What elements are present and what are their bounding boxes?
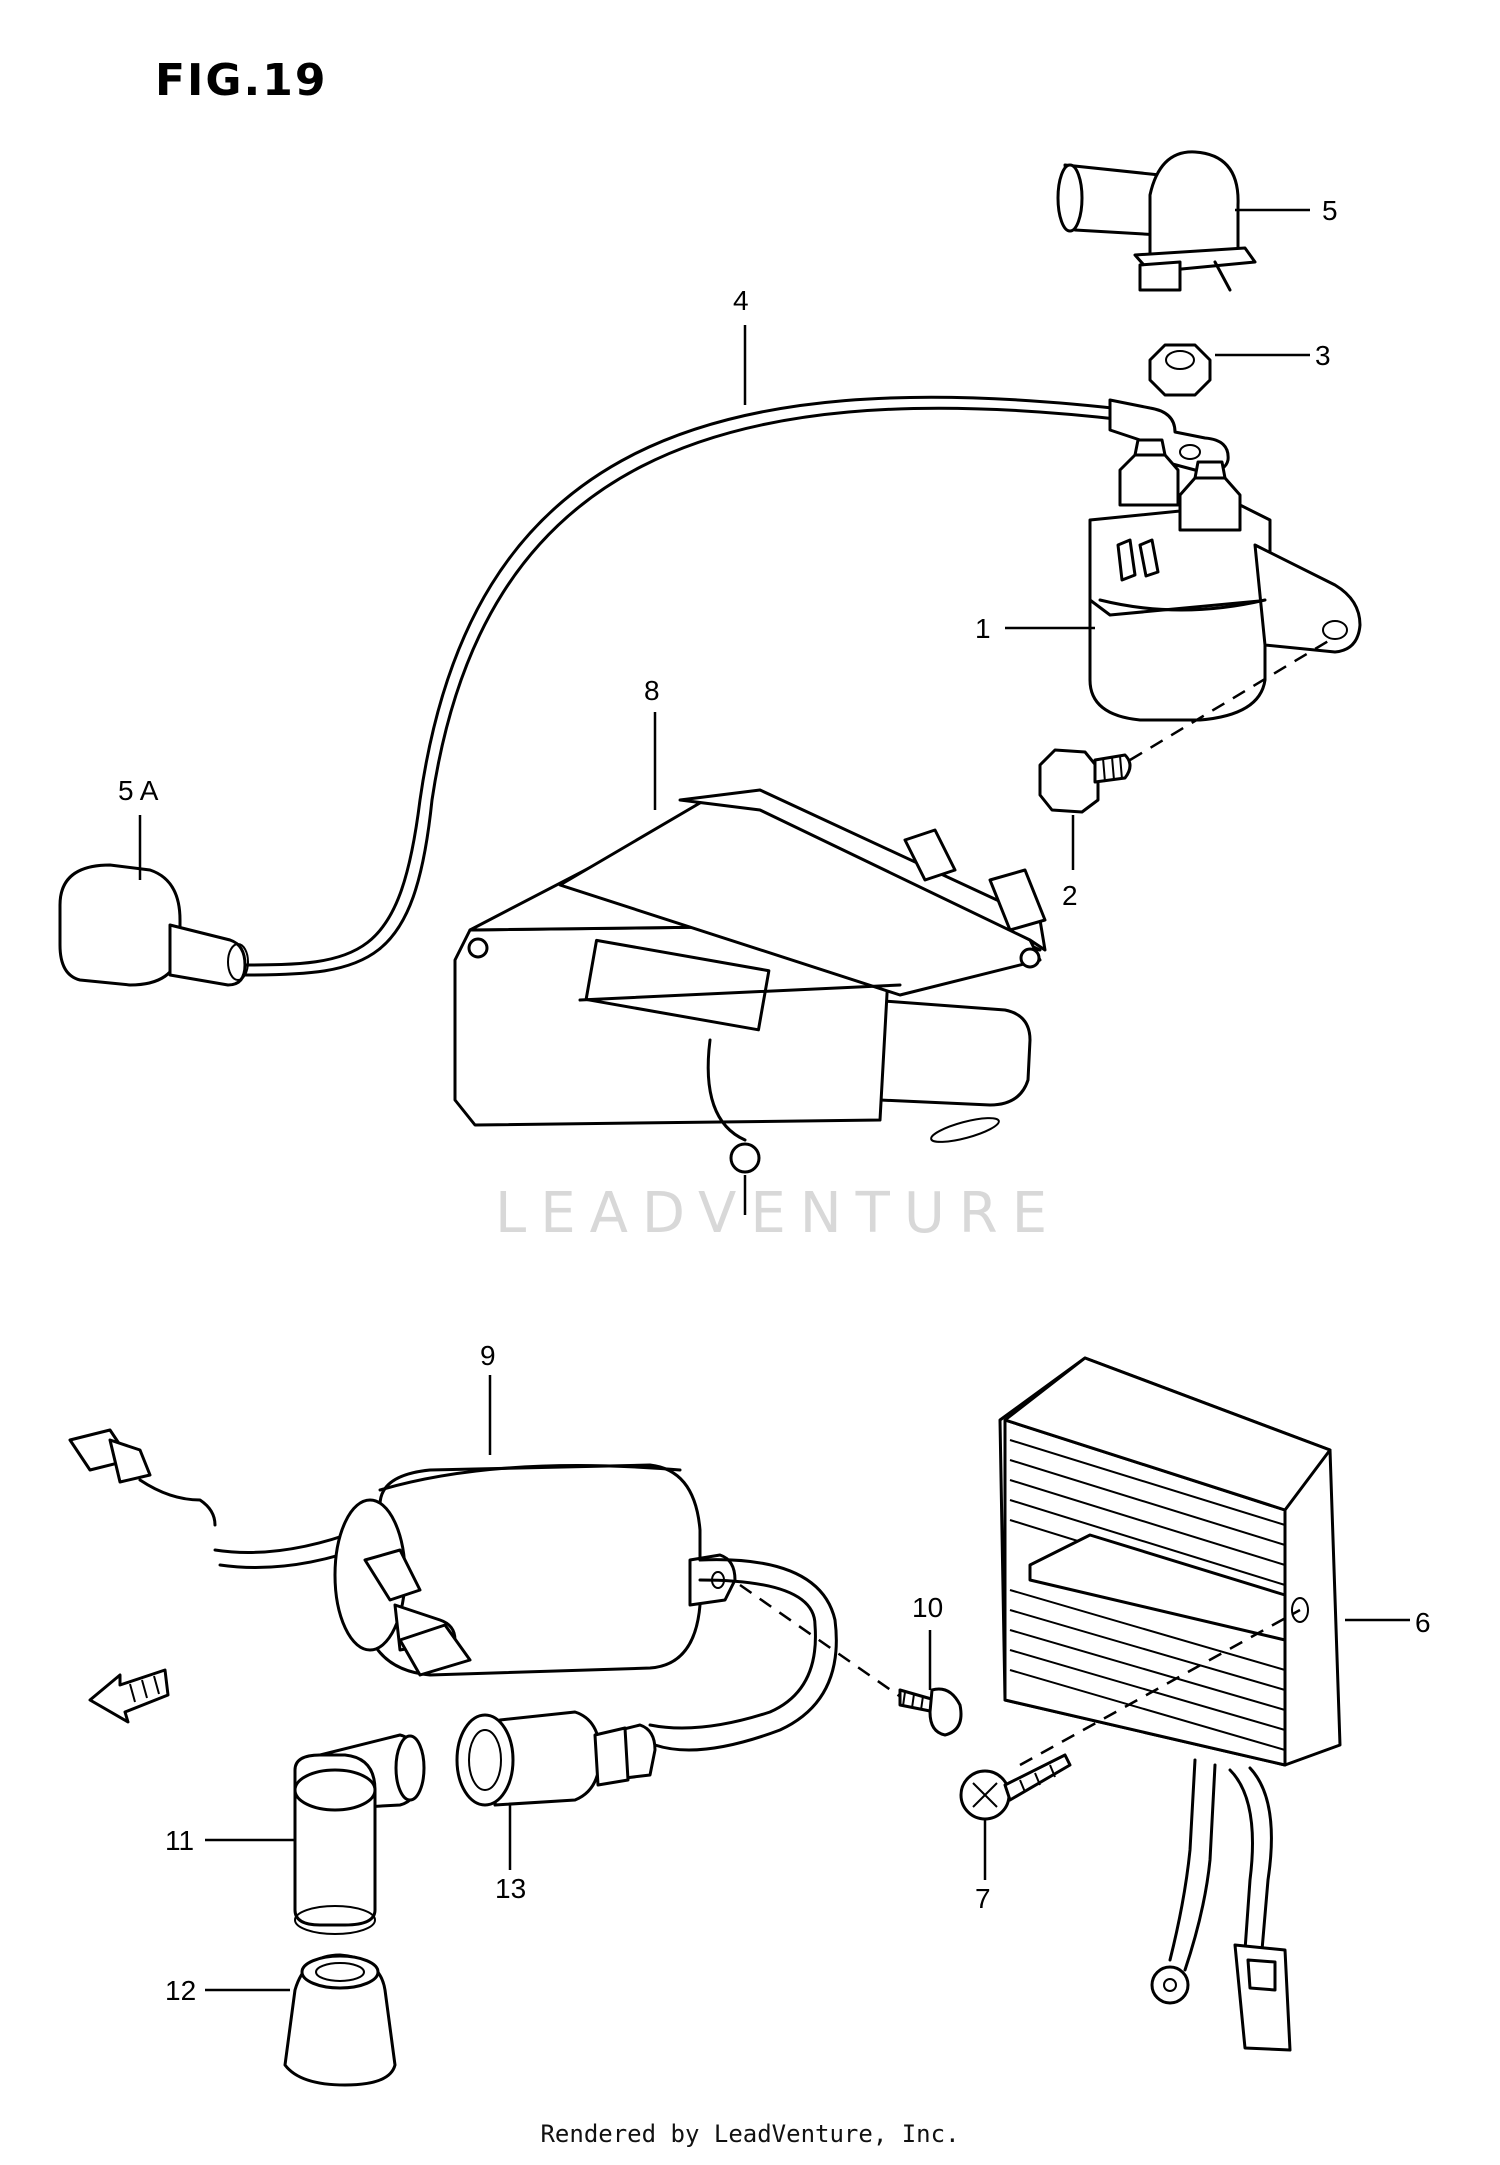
callout-4: 4	[733, 285, 749, 316]
part-11-plug-cap	[293, 1733, 426, 1935]
part-6-regulator	[998, 1356, 1342, 2052]
callout-11: 11	[165, 1825, 194, 1856]
part-2-bolt	[1038, 748, 1132, 814]
callout-1: 1	[975, 613, 991, 644]
part-9-ignition-coil	[68, 1428, 838, 1752]
part-7-screw	[959, 1753, 1072, 1821]
part-8-control-unit	[453, 788, 1047, 1174]
leader-lines	[138, 208, 1410, 1992]
callout-5: 5	[1322, 195, 1338, 226]
callout-5a: 5 A	[118, 775, 159, 806]
callout-12: 12	[165, 1975, 196, 2006]
footer-credit: Rendered by LeadVenture, Inc.	[540, 2120, 960, 2148]
part-7-alignment-line	[1019, 1608, 1301, 1767]
part-13-connector	[455, 1710, 657, 1807]
callout-7: 7	[975, 1883, 991, 1914]
part-5a-cable-cap	[58, 863, 249, 987]
callout-13: 13	[495, 1873, 526, 1904]
callout-2: 2	[1062, 880, 1078, 911]
part-12-plug-boot	[283, 1953, 397, 2087]
callout-10: 10	[912, 1592, 943, 1623]
part-2-alignment-line	[1129, 638, 1331, 762]
part-4-cable	[238, 395, 1230, 977]
callout-8: 8	[644, 675, 660, 706]
part-3-nut	[1148, 343, 1212, 397]
callout-3: 3	[1315, 340, 1331, 371]
callout-6: 6	[1415, 1607, 1431, 1638]
figure-title: FIG.19	[155, 55, 328, 106]
part-5-terminal-cap	[1056, 150, 1257, 292]
watermark-text: LEADVENTURE	[495, 1181, 1061, 1246]
callout-9: 9	[480, 1340, 496, 1371]
part-10-screw	[898, 1687, 963, 1737]
front-direction-arrow-icon	[88, 1668, 170, 1724]
part-1-starter-relay	[1088, 438, 1362, 722]
part-10-alignment-line	[739, 1583, 906, 1702]
